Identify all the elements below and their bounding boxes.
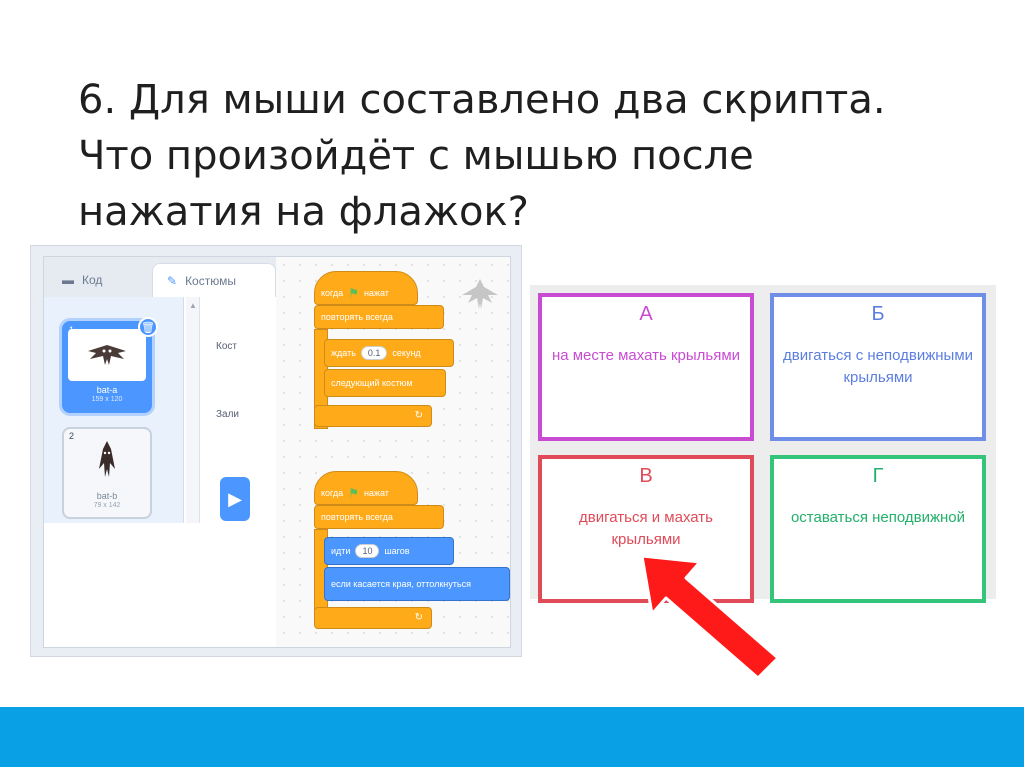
answer-text: оставаться неподвижной: [790, 509, 966, 526]
tab-code[interactable]: ▬ Код: [54, 263, 142, 297]
bat-icon: [99, 441, 115, 477]
costume-list-scrollbar[interactable]: ▲: [186, 297, 200, 523]
move-steps-block[interactable]: идти 10 шагов: [324, 537, 454, 565]
forever-block[interactable]: повторять всегда: [314, 305, 444, 329]
steps-input[interactable]: 10: [355, 544, 380, 558]
footer-bar: [0, 707, 1024, 767]
tab-bar: ▬ Код ✎ Костюмы: [44, 257, 276, 297]
when-label: когда: [321, 488, 344, 498]
next-costume-block[interactable]: следующий костюм: [324, 369, 446, 397]
costume-name-label: Кост: [216, 341, 237, 352]
wait-block[interactable]: ждать 0.1 секунд: [324, 339, 454, 367]
clicked-label: нажат: [363, 488, 389, 498]
scratch-editor: ▬ Код ✎ Костюмы 1 bat-a 159 x 120: [43, 256, 511, 648]
answer-g[interactable]: Г оставаться неподвижной: [770, 455, 986, 603]
arrow-icon: [640, 554, 780, 680]
when-label: когда: [321, 288, 344, 298]
wait-label: ждать: [331, 348, 356, 358]
forever-block[interactable]: повторять всегда: [314, 505, 444, 529]
answer-text: двигаться и махать крыльями: [579, 509, 713, 548]
bounce-label: если касается края, оттолкнуться: [331, 579, 471, 589]
forever-block-bottom: ↻: [314, 405, 432, 427]
forever-label: повторять всегда: [321, 512, 393, 522]
play-button[interactable]: ▶: [220, 477, 250, 521]
trash-icon: 🗑: [141, 321, 155, 334]
forever-label: повторять всегда: [321, 312, 393, 322]
answer-text: на месте махать крыльями: [551, 347, 741, 364]
costume-size: 79 x 142: [93, 502, 121, 509]
when-flag-clicked-block[interactable]: когда ⚑ нажат: [314, 271, 418, 305]
costume-name: bat-b: [96, 491, 118, 501]
brush-icon: ✎: [167, 273, 178, 288]
answer-b[interactable]: Б двигаться с неподвижными крыльями: [770, 293, 986, 441]
answer-text: двигаться с неподвижными крыльями: [782, 347, 974, 386]
clicked-label: нажат: [363, 288, 389, 298]
when-flag-clicked-block[interactable]: когда ⚑ нажат: [314, 471, 418, 505]
green-flag-icon: ⚑: [348, 486, 359, 500]
wait-seconds-input[interactable]: 0.1: [360, 346, 388, 360]
fill-label: Зали: [216, 409, 240, 420]
answer-letter: Г: [872, 465, 884, 487]
bat-b-thumbnail: [68, 435, 146, 487]
costume-name: bat-a: [96, 385, 118, 395]
answer-letter: В: [639, 465, 653, 487]
loop-arrow-icon: ↻: [414, 410, 423, 421]
scratch-editor-screenshot: ▬ Код ✎ Костюмы 1 bat-a 159 x 120: [30, 245, 522, 657]
tab-costumes-label: Костюмы: [185, 273, 236, 288]
forever-block-bottom: ↻: [314, 607, 432, 629]
scroll-up-icon[interactable]: ▲: [189, 301, 197, 310]
answer-a[interactable]: А на месте махать крыльями: [538, 293, 754, 441]
green-flag-icon: ⚑: [348, 286, 359, 300]
next-costume-label: следующий костюм: [331, 378, 413, 388]
delete-costume-button[interactable]: 🗑: [138, 317, 158, 337]
code-area: когда ⚑ нажат повторять всегда ждать 0.1…: [276, 257, 510, 647]
answer-letter: Б: [871, 303, 885, 325]
answer-letter: А: [639, 303, 653, 325]
costume-properties: Кост Зали ▶: [202, 297, 276, 523]
costume-size: 159 x 120: [91, 396, 123, 403]
bat-a-thumbnail: [68, 329, 146, 381]
code-icon: ▬: [62, 273, 74, 287]
costume-item-bat-a[interactable]: 1 bat-a 159 x 120 🗑: [62, 317, 158, 413]
tab-code-label: Код: [82, 273, 103, 287]
loop-arrow-icon: ↻: [414, 612, 423, 623]
costume-number: 2: [69, 431, 75, 441]
tab-costumes[interactable]: ✎ Костюмы: [152, 263, 276, 297]
bounce-on-edge-block[interactable]: если касается края, оттолкнуться: [324, 567, 510, 601]
slide-title: 6. Для мыши составлено два скрипта. Что …: [78, 77, 886, 235]
costume-list: 1 bat-a 159 x 120 🗑 2: [44, 297, 184, 523]
move-label: идти: [331, 546, 351, 556]
seconds-label: секунд: [392, 348, 421, 358]
costume-item-bat-b[interactable]: 2 bat-b 79 x 142: [62, 427, 152, 519]
answer-options: А на месте махать крыльями Б двигаться с…: [530, 285, 996, 603]
play-icon: ▶: [228, 488, 242, 509]
sprite-preview-bat-icon: [462, 279, 498, 309]
bat-icon: [88, 345, 126, 365]
steps-label: шагов: [384, 546, 410, 556]
